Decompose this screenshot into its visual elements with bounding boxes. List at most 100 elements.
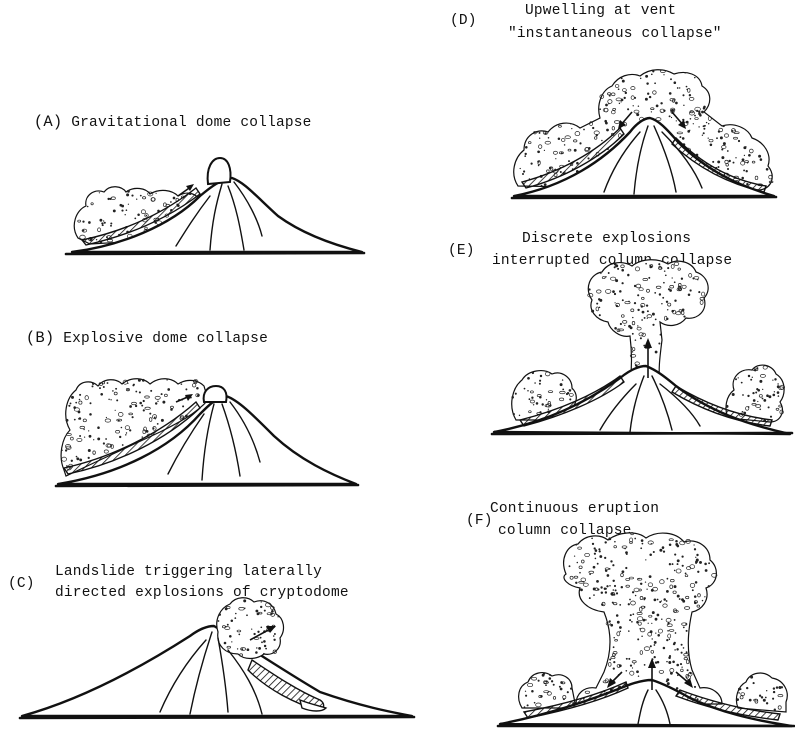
stipple-dot <box>258 647 261 650</box>
stipple-dot <box>675 540 678 543</box>
stipple-dot <box>525 153 527 155</box>
stipple-dot <box>649 96 651 98</box>
stipple-dot <box>608 272 610 274</box>
stipple-dot <box>567 691 569 693</box>
stipple-dot <box>712 161 714 163</box>
stipple-dot <box>667 682 670 685</box>
stipple-dot <box>134 218 136 220</box>
stipple-dot <box>534 702 536 704</box>
stipple-dot <box>738 692 740 694</box>
panel-c-volcano-cone <box>22 626 412 716</box>
stipple-dot <box>263 653 265 655</box>
stipple-dot <box>619 290 622 293</box>
stipple-dot <box>667 578 669 580</box>
stipple-dot <box>112 390 114 392</box>
stipple-dot <box>547 682 548 683</box>
stipple-dot <box>520 168 521 169</box>
stipple-dot <box>70 402 72 404</box>
stipple-dot <box>522 173 524 175</box>
stipple-dot <box>260 637 262 639</box>
stipple-dot <box>626 670 628 672</box>
stipple-dot <box>599 307 601 309</box>
stipple-dot <box>260 606 262 608</box>
stipple-dot <box>609 95 611 97</box>
stipple-dot <box>634 538 636 540</box>
stipple-dot <box>246 614 248 616</box>
stipple-dot <box>231 641 232 642</box>
stipple-dot <box>71 396 74 399</box>
stipple-dot <box>553 684 555 686</box>
stipple-dot <box>685 623 686 624</box>
stipple-dot <box>654 82 656 84</box>
stipple-dot <box>727 168 729 170</box>
stipple-dot <box>138 379 141 382</box>
stipple-dot <box>527 377 530 380</box>
stipple-dot <box>529 398 531 400</box>
stipple-dot <box>763 699 766 702</box>
stipple-dot <box>274 633 276 635</box>
stipple-dot <box>638 105 639 106</box>
stipple-dot <box>667 267 669 269</box>
stipple-dot <box>591 537 593 539</box>
stipple-dot <box>604 557 606 559</box>
stipple-dot <box>693 673 694 674</box>
stipple-dot <box>625 567 627 569</box>
stipple-dot <box>142 436 143 437</box>
stipple-dot <box>154 416 156 418</box>
stipple-dot <box>652 324 654 326</box>
stipple-dot <box>723 125 725 127</box>
stipple-dot <box>125 214 126 215</box>
stipple-dot <box>149 413 151 415</box>
stipple-dot <box>637 638 639 640</box>
stipple-dot <box>264 645 266 647</box>
stipple-dot <box>102 223 103 224</box>
stipple-dot <box>622 570 625 573</box>
stipple-dot <box>218 613 221 616</box>
stipple-dot <box>515 393 517 395</box>
stipple-dot <box>706 122 707 123</box>
stipple-dot <box>747 162 749 164</box>
stipple-dot <box>681 598 684 601</box>
stipple-dot <box>772 379 773 380</box>
stipple-dot <box>616 592 618 594</box>
stipple-dot <box>263 640 266 643</box>
stipple-dot <box>612 564 614 566</box>
stipple-dot <box>161 393 163 395</box>
stipple-dot <box>646 304 648 306</box>
stipple-dot <box>674 619 676 621</box>
stipple-dot <box>671 117 672 118</box>
stipple-dot <box>660 102 662 104</box>
stipple-dot <box>695 557 696 558</box>
stipple-dot <box>733 162 735 164</box>
stipple-dot <box>674 109 675 110</box>
stipple-dot <box>667 630 669 632</box>
stipple-dot <box>708 585 710 587</box>
stipple-dot <box>125 434 126 435</box>
panel-c-illustration <box>20 598 414 718</box>
stipple-dot <box>126 432 127 433</box>
stipple-dot <box>773 691 775 693</box>
stipple-dot <box>669 115 671 117</box>
stipple-dot <box>617 621 620 624</box>
stipple-dot <box>161 419 164 422</box>
stipple-dot <box>614 327 617 330</box>
stipple-dot <box>675 632 677 634</box>
stipple-dot <box>758 155 761 158</box>
stipple-dot <box>679 87 680 88</box>
stipple-dot <box>75 402 77 404</box>
stipple-dot <box>669 639 670 640</box>
stipple-dot <box>79 399 81 401</box>
stipple-dot <box>583 129 585 131</box>
stipple-dot <box>257 613 260 616</box>
stipple-dot <box>768 395 771 398</box>
stipple-dot <box>741 177 744 180</box>
stipple-dot <box>627 274 629 276</box>
stipple-dot <box>84 436 85 437</box>
stipple-dot <box>638 675 639 676</box>
stipple-dot <box>652 313 655 316</box>
stipple-dot <box>548 409 549 410</box>
stipple-dot <box>658 263 660 265</box>
stipple-dot <box>681 278 683 280</box>
stipple-dot <box>665 274 667 276</box>
stipple-dot <box>157 401 158 402</box>
